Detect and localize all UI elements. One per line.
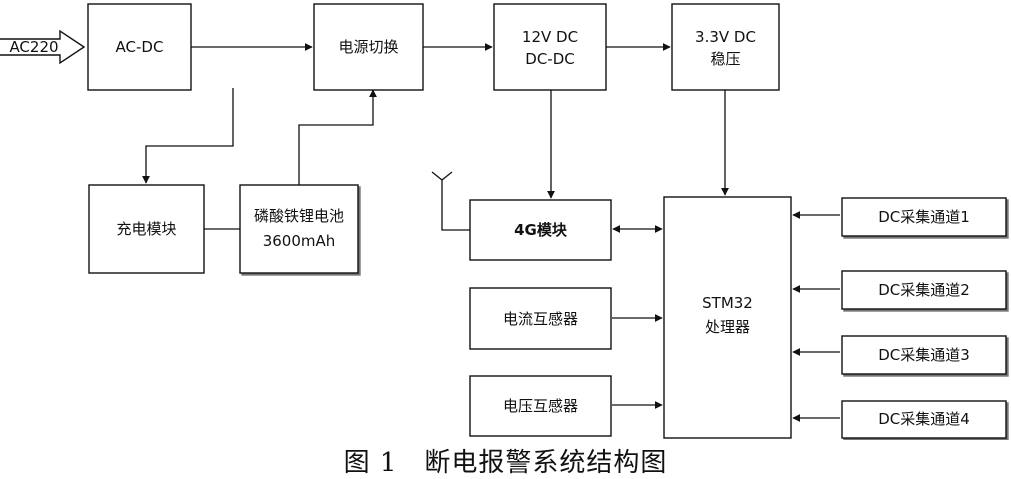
4g-label: 4G模块 [514,221,568,239]
current-sensor-label: 电流互感器 [503,310,578,328]
reg33-line1: 3.3V DC [695,28,756,46]
connectors [142,43,840,422]
antenna-icon [431,171,470,231]
dc12-line2: DC-DC [525,50,574,68]
battery-line2: 3600mAh [263,232,336,250]
reg33-line2: 稳压 [710,50,740,68]
block-charger: 充电模块 [88,184,205,274]
block-dc-channel-3: DC采集通道3 [841,335,1007,375]
block-battery: 磷酸铁锂电池 3600mAh [239,184,359,274]
ac220-label: AC220 [9,38,58,56]
charge-label: 充电模块 [116,220,176,238]
block-current-sensor: 电流互感器 [469,287,612,350]
ch1-label: DC采集通道1 [878,208,970,226]
block-stm32: STM32 处理器 [663,196,792,439]
stm32-line1: STM32 [702,294,753,312]
stm32-line2: 处理器 [705,318,750,336]
battery-line1: 磷酸铁锂电池 [254,207,344,225]
block-diagram: AC220 AC-DC 电源切换 12V DC DC-DC [0,3,1007,439]
block-ac-dc: AC-DC [87,3,192,91]
block-12v-dc-dc: 12V DC DC-DC [493,3,607,91]
block-power-switch: 电源切换 [313,3,424,91]
ac220-input-arrow: AC220 [0,29,86,65]
ac-dc-label: AC-DC [116,38,164,56]
voltage-sensor-label: 电压互感器 [503,397,578,415]
block-3v3-regulator: 3.3V DC 稳压 [671,3,780,91]
block-dc-channel-2: DC采集通道2 [841,270,1007,310]
block-voltage-sensor: 电压互感器 [469,375,612,437]
arrow-battery-to-switch [298,89,377,185]
dc12-line1: 12V DC [522,28,578,46]
ch3-label: DC采集通道3 [878,346,970,364]
block-4g-module: 4G模块 [469,199,612,261]
figure-caption: 图 1 断电报警系统结构图 [343,448,668,478]
block-dc-channel-1: DC采集通道1 [841,197,1007,237]
block-dc-channel-4: DC采集通道4 [841,400,1007,439]
ch4-label: DC采集通道4 [878,410,970,428]
arrow-acdc-to-charger [142,88,234,184]
ch2-label: DC采集通道2 [878,281,970,299]
power-switch-label: 电源切换 [338,38,398,56]
